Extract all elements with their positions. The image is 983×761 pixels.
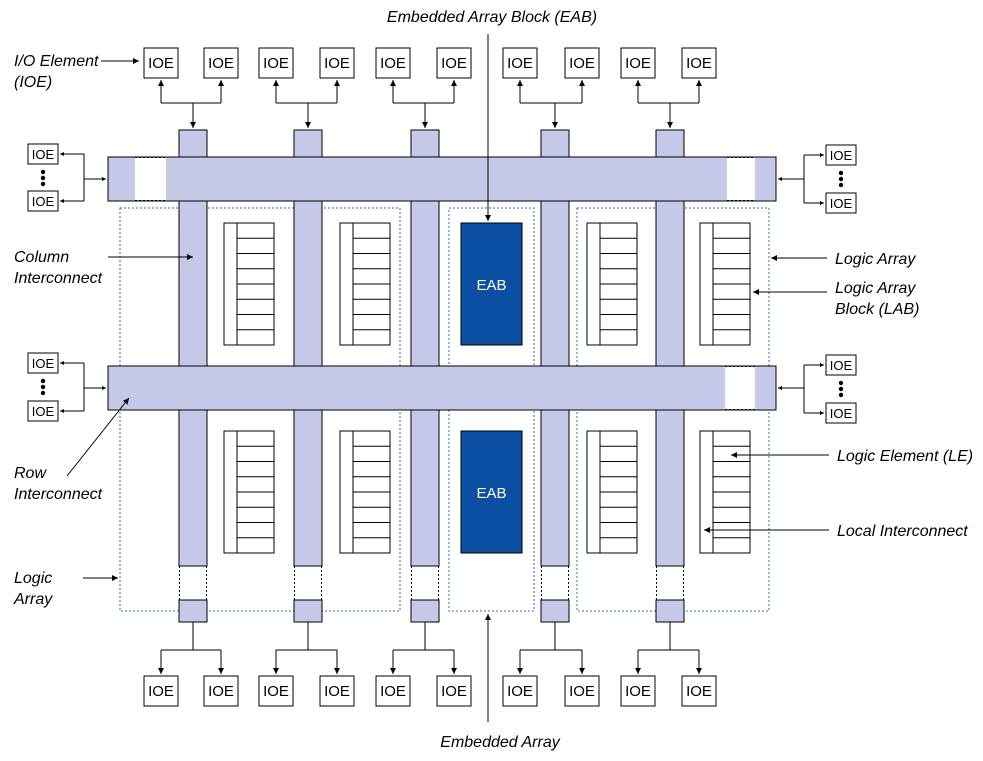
ioe-text: IOE (830, 406, 853, 421)
ioe-box: IOE (825, 192, 857, 214)
lab-block (586, 430, 638, 554)
lab-block (223, 222, 275, 346)
eab-block-bottom (460, 430, 523, 554)
ioe-text: IOE (263, 683, 289, 700)
column-interconnect-label-line2: Interconnect (14, 270, 103, 287)
ioe-text: IOE (441, 683, 467, 700)
annotations: Embedded Array Block (EAB) I/O Element (… (13, 9, 973, 751)
ioe-box: IOE (825, 144, 857, 166)
ioe-text: IOE (148, 55, 174, 72)
embedded-array-label: Embedded Array (440, 734, 560, 751)
io-elements: IOE IOE IOE IOE IOE IOE IOE IOE IOE IOE IOE IOE IOE I… (27, 47, 857, 707)
ioe-text: IOE (32, 356, 55, 371)
ioe-box: IOE (564, 675, 600, 707)
ioe-box: IOE (203, 675, 239, 707)
local-interconnect-label: Local Interconnect (837, 523, 968, 540)
ioe-text: IOE (148, 683, 174, 700)
lab-block (223, 430, 275, 554)
eab-block-top (460, 222, 523, 346)
ioe-box: IOE (203, 47, 239, 79)
ioe-text: IOE (625, 55, 651, 72)
ioe-text: IOE (32, 147, 55, 162)
row-interconnect-top (107, 156, 777, 202)
ioe-text: IOE (441, 55, 467, 72)
ioe-box: IOE (825, 402, 857, 424)
le-label: Logic Element (LE) (837, 448, 973, 465)
ioe-box: IOE (258, 47, 294, 79)
ioe-box: IOE (27, 352, 59, 374)
ioe-text: IOE (830, 148, 853, 163)
ioe-box: IOE (27, 190, 59, 212)
ioe-label-line2: (IOE) (14, 74, 52, 91)
ioe-box: IOE (375, 47, 411, 79)
ioe-box: IOE (319, 47, 355, 79)
column-interconnect (410, 129, 440, 623)
ioe-box: IOE (564, 47, 600, 79)
ioe-box: IOE (681, 47, 717, 79)
ioe-box: IOE (143, 47, 179, 79)
logic-array-blocks (223, 222, 751, 554)
row-interconnect-middle (107, 365, 777, 411)
ioe-box: IOE (27, 143, 59, 165)
ioe-label-line1: I/O Element (14, 53, 99, 70)
row-interconnect-label-line1: Row (14, 465, 47, 482)
ioe-box: IOE (375, 675, 411, 707)
ioe-text: IOE (324, 683, 350, 700)
ioe-text: IOE (208, 55, 234, 72)
ioe-text: IOE (263, 55, 289, 72)
embedded-array-blocks: EAB EAB (460, 222, 523, 554)
ioe-text: IOE (507, 55, 533, 72)
ioe-box: IOE (502, 47, 538, 79)
ioe-box: IOE (502, 675, 538, 707)
ioe-box: IOE (27, 400, 59, 422)
ioe-box: IOE (258, 675, 294, 707)
eab-label-top: EAB (476, 277, 506, 294)
lab-block (699, 430, 751, 554)
ioe-text: IOE (32, 194, 55, 209)
lab-label-line2: Block (LAB) (835, 301, 919, 318)
logic-array-left-label-line2: Array (13, 591, 53, 608)
eab-label-bottom: EAB (476, 485, 506, 502)
ioe-text: IOE (569, 55, 595, 72)
ioe-text: IOE (625, 683, 651, 700)
ioe-text: IOE (830, 358, 853, 373)
ioe-text: IOE (208, 683, 234, 700)
ioe-text: IOE (830, 196, 853, 211)
ioe-text: IOE (380, 683, 406, 700)
ioe-text: IOE (32, 404, 55, 419)
lab-block (699, 222, 751, 346)
ioe-box: IOE (436, 675, 472, 707)
lab-block (586, 222, 638, 346)
ioe-box: IOE (825, 354, 857, 376)
ioe-box: IOE (681, 675, 717, 707)
ioe-box: IOE (620, 47, 656, 79)
column-interconnect-label-line1: Column (14, 249, 69, 266)
logic-array-right-label: Logic Array (835, 251, 916, 268)
ioe-box: IOE (143, 675, 179, 707)
eab-top-label: Embedded Array Block (EAB) (387, 9, 597, 26)
ioe-box: IOE (319, 675, 355, 707)
logic-array-left-label-line1: Logic (14, 570, 52, 587)
ioe-text: IOE (569, 683, 595, 700)
row-interconnects (107, 156, 777, 411)
ioe-box: IOE (436, 47, 472, 79)
ioe-text: IOE (380, 55, 406, 72)
lab-block (339, 430, 391, 554)
row-interconnect-label-line2: Interconnect (14, 486, 103, 503)
lab-label-line1: Logic Array (835, 280, 916, 297)
ioe-text: IOE (507, 683, 533, 700)
ioe-box: IOE (620, 675, 656, 707)
ioe-text: IOE (686, 55, 712, 72)
ioe-text: IOE (686, 683, 712, 700)
lab-block (339, 222, 391, 346)
ioe-text: IOE (324, 55, 350, 72)
